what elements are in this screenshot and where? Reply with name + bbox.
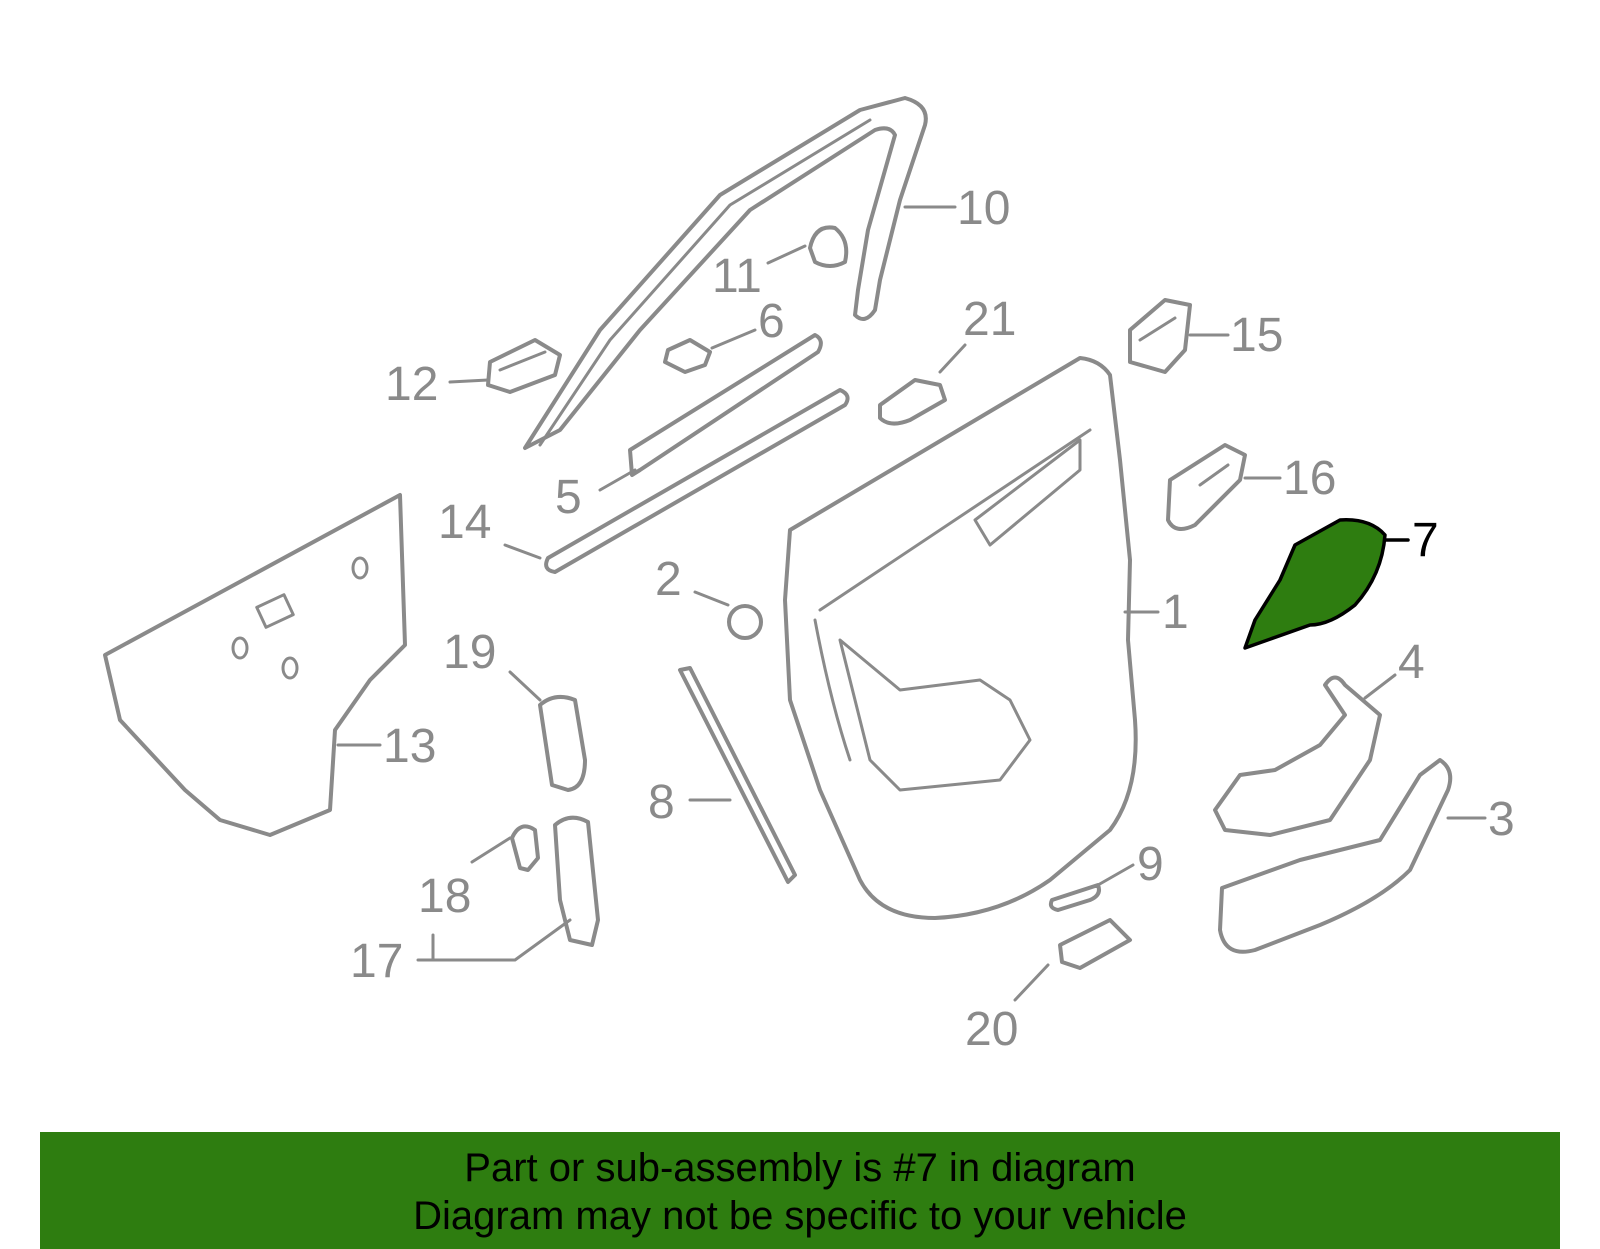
leader-18	[470, 836, 512, 864]
leader-20	[1013, 963, 1050, 1002]
part-1-door-trim-panel	[783, 356, 1138, 920]
callout-19: 19	[443, 626, 496, 679]
leader-5	[598, 468, 637, 492]
callout-11: 11	[712, 250, 762, 303]
leader-6	[710, 328, 757, 350]
part-15-switch	[1128, 298, 1192, 374]
callout-17: 17	[350, 935, 403, 988]
leader-14	[503, 543, 542, 560]
part-13-water-shield	[103, 493, 407, 837]
part-9-trim-insert	[1048, 883, 1101, 912]
part-20-module	[1058, 918, 1132, 970]
callout-20: 20	[965, 1003, 1018, 1056]
part-12-bracket	[486, 338, 562, 394]
callout-4: 4	[1398, 636, 1425, 689]
part-2-grommet	[727, 604, 763, 640]
leader-9	[1096, 863, 1135, 887]
part-5-upper-trim	[628, 333, 823, 477]
callout-18: 18	[418, 870, 471, 923]
banner-line-2: Diagram may not be specific to your vehi…	[413, 1194, 1187, 1238]
leader-lines	[336, 205, 1487, 1002]
callout-labels: 10 11 6 21 15 12 16 5 14 7 2 1 19 4 13 8…	[350, 182, 1515, 1056]
part-11-clip	[808, 225, 849, 268]
part-3-armrest	[1218, 758, 1453, 954]
leader-12	[448, 378, 490, 384]
part-21-connector	[878, 378, 947, 426]
part-10-frame-seal	[523, 96, 928, 450]
part-18-bulb	[510, 824, 540, 872]
leader-21	[938, 343, 967, 374]
callout-3: 3	[1488, 793, 1515, 846]
callout-15: 15	[1230, 309, 1283, 362]
callout-13: 13	[383, 720, 436, 773]
part-6-clip	[663, 338, 712, 374]
callout-12: 12	[385, 358, 438, 411]
part-4-pull-handle-bracket	[1213, 675, 1382, 837]
part-14-beltline-seal	[544, 388, 850, 574]
leader-2	[693, 590, 730, 607]
leader-4	[1363, 673, 1397, 700]
callout-14: 14	[438, 496, 491, 549]
info-banner: Part or sub-assembly is #7 in diagram Di…	[40, 1132, 1560, 1249]
part-19-lamp	[538, 694, 587, 792]
leader-11	[766, 244, 807, 265]
callout-21: 21	[963, 293, 1016, 346]
banner-line-1: Part or sub-assembly is #7 in diagram	[464, 1146, 1136, 1190]
callout-16: 16	[1283, 452, 1336, 505]
callout-8: 8	[648, 776, 675, 829]
part-8-seal-strip	[678, 666, 797, 884]
part-16-switch-bezel	[1166, 443, 1247, 531]
leader-17	[416, 918, 572, 962]
part-17-lamp-assembly	[553, 815, 600, 947]
callout-10: 10	[957, 182, 1010, 235]
callout-9: 9	[1137, 838, 1164, 891]
callout-6: 6	[758, 295, 785, 348]
callout-5: 5	[555, 471, 582, 524]
callout-7: 7	[1412, 514, 1439, 567]
callout-2: 2	[655, 553, 682, 606]
part-7-highlighted	[1243, 518, 1387, 650]
callout-1: 1	[1162, 586, 1189, 639]
leader-19	[508, 670, 542, 702]
